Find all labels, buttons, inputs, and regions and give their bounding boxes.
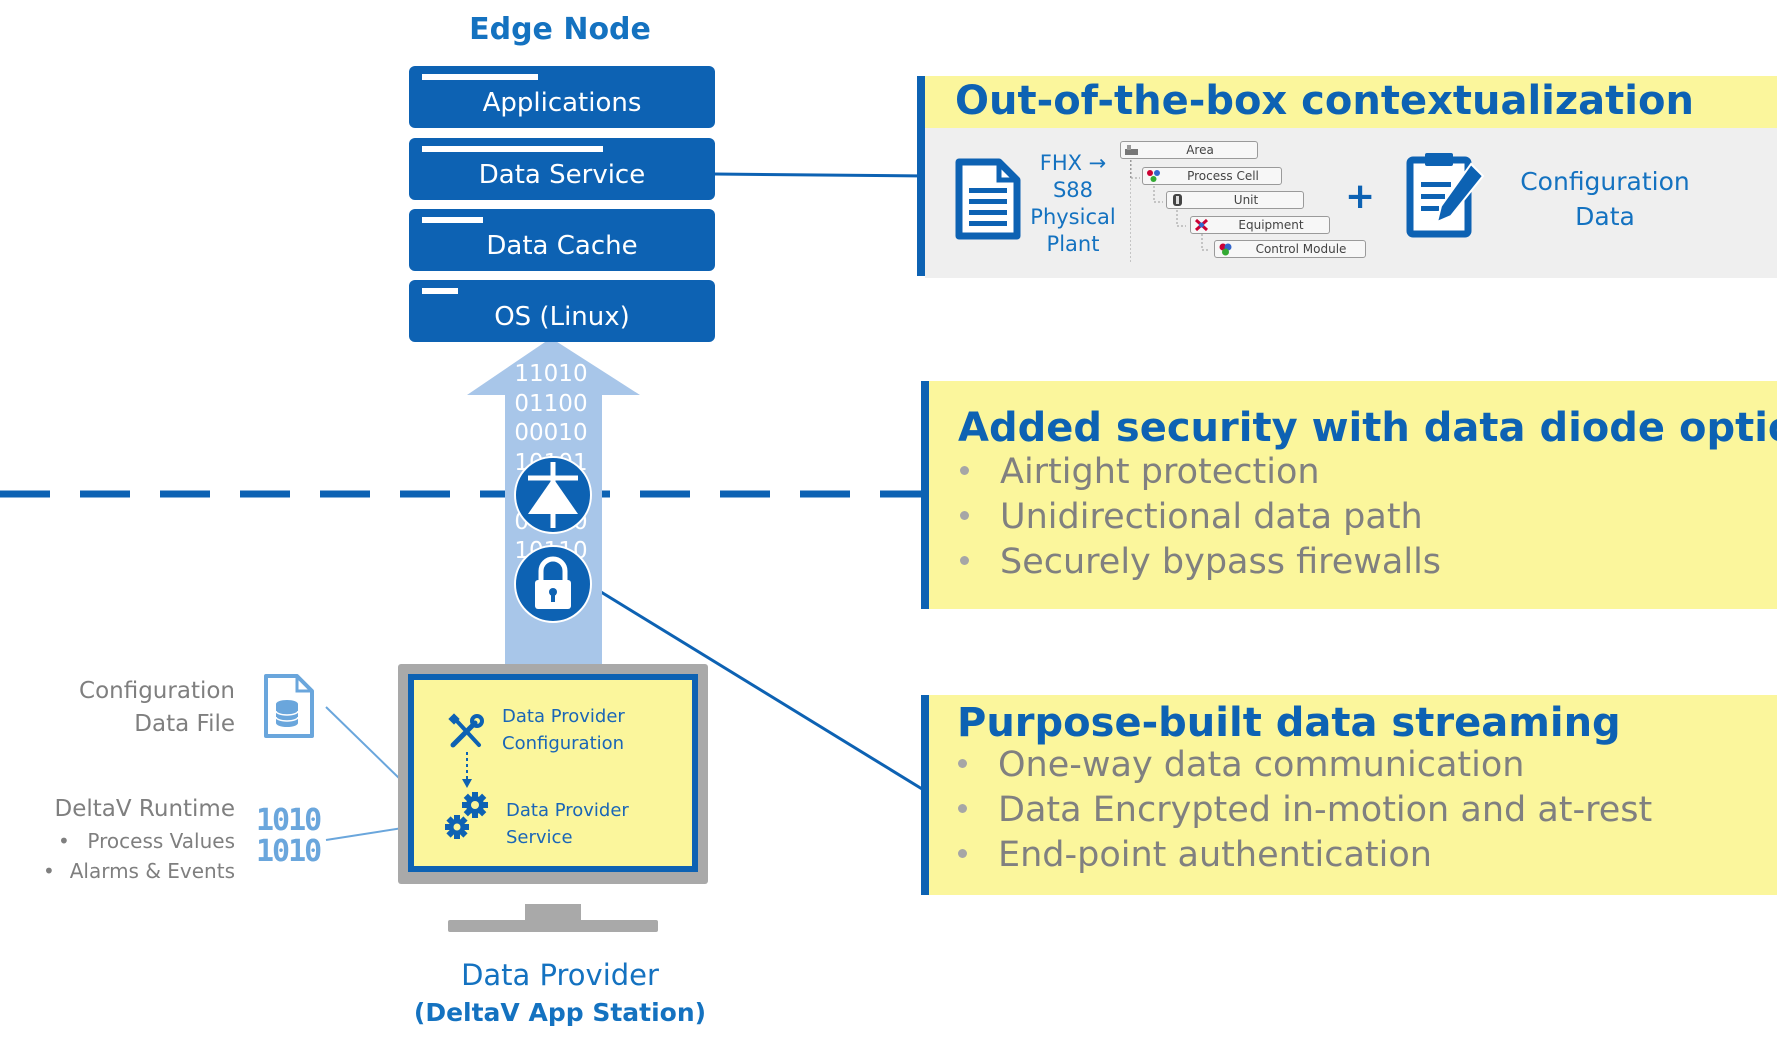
tree-item-area: Area	[1120, 141, 1258, 159]
clipboard-pencil-icon	[1406, 153, 1485, 238]
layer-applications: Applications	[409, 66, 715, 128]
tree-label: Area	[1186, 143, 1214, 157]
security-title: Added security with data diode option	[958, 405, 1777, 451]
streaming-title: Purpose-built data streaming	[957, 700, 1621, 746]
gears-icon	[445, 792, 488, 839]
binary-data-icon: 1010 1010	[256, 805, 326, 867]
runtime-items: • Process Values • Alarms & Events	[40, 826, 235, 886]
binary-line: 01100	[514, 390, 588, 417]
document-icon	[955, 158, 1021, 240]
binary-glyph-line: 1010	[256, 834, 322, 869]
streaming-panel	[921, 695, 1777, 895]
deltav-runtime-title: DeltaV Runtime	[54, 796, 235, 822]
provider-config-line: Data Provider	[502, 706, 625, 727]
tree-label: Unit	[1233, 193, 1259, 207]
binary-line: 11010	[514, 361, 588, 387]
binary-line: 00010	[514, 420, 588, 446]
provider-service-label: Data Provider Service	[506, 797, 686, 851]
equipment-icon	[1194, 218, 1209, 232]
binary-glyph-line: 1010	[256, 803, 322, 838]
unit-icon	[1173, 194, 1182, 206]
lock-connector	[587, 582, 928, 794]
mapping-line: S88	[1052, 178, 1094, 202]
fhx-s88-mapping: FHX → S88 Physical Plant	[1023, 150, 1123, 258]
tree-item-equipment: Equipment	[1190, 216, 1330, 234]
tree-label: Control Module	[1255, 242, 1347, 256]
tree-label: Process Cell	[1187, 169, 1259, 183]
config-data-line: Configuration	[1520, 167, 1690, 196]
provider-config-label: Data Provider Configuration	[502, 703, 682, 757]
tree-item-process-cell: Process Cell	[1142, 167, 1282, 185]
mapping-line: Plant	[1046, 232, 1100, 256]
area-icon	[1125, 145, 1138, 155]
lock-icon	[514, 545, 592, 623]
runtime-item: • Process Values	[58, 829, 235, 853]
mapping-line: Physical	[1030, 205, 1116, 229]
data-provider-title: Data Provider	[461, 958, 659, 992]
edge-node-title: Edge Node	[469, 12, 651, 47]
tree-item-control-module: Control Module	[1214, 240, 1366, 258]
data-service-connector	[713, 172, 928, 178]
tree-connectors	[1130, 144, 1210, 264]
plus-sign: +	[1345, 176, 1376, 217]
mapping-line: FHX →	[1039, 151, 1107, 175]
layer-label: Data Service	[478, 160, 646, 190]
diode-icon	[514, 456, 592, 534]
config-file-line: Configuration	[79, 678, 235, 704]
runtime-item: • Alarms & Events	[43, 859, 235, 883]
tree-item-unit: Unit	[1166, 191, 1304, 209]
layer-os: OS (Linux)	[409, 280, 715, 342]
layer-label: OS (Linux)	[494, 302, 630, 332]
process-cell-icon	[1147, 170, 1160, 182]
flow-down-arrow	[462, 752, 472, 788]
layer-data-cache: Data Cache	[409, 209, 715, 271]
config-data-file-label: Configuration Data File	[40, 675, 235, 741]
control-module-icon	[1219, 243, 1232, 256]
configuration-data-label: Configuration Data	[1500, 164, 1710, 234]
monitor-icon	[398, 664, 708, 932]
tree-label: Equipment	[1238, 218, 1304, 232]
layer-label: Data Cache	[486, 231, 638, 261]
config-data-line: Data	[1575, 202, 1635, 231]
data-provider-subtitle: (DeltaV App Station)	[413, 998, 707, 1027]
layer-label: Applications	[482, 88, 642, 118]
config-file-line: Data File	[134, 711, 235, 737]
contextualization-title: Out-of-the-box contextualization	[955, 78, 1694, 124]
database-file-icon	[264, 674, 314, 738]
provider-config-line: Configuration	[502, 733, 625, 754]
provider-service-line: Data Provider	[506, 800, 629, 821]
wrench-screwdriver-icon	[448, 713, 484, 748]
layer-data-service: Data Service	[409, 138, 715, 200]
security-panel	[921, 381, 1777, 609]
provider-service-line: Service	[506, 827, 573, 848]
